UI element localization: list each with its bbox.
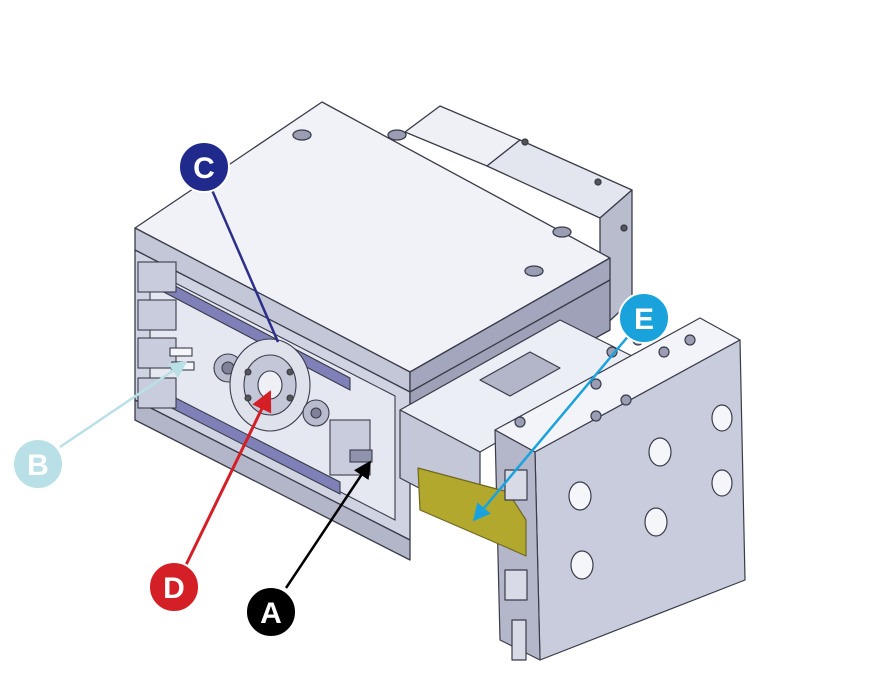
- svg-text:D: D: [163, 572, 185, 605]
- leader-line-a: [284, 460, 372, 589]
- callout-c: C: [178, 141, 230, 193]
- leader-line-e: [472, 333, 631, 522]
- leader-line-b: [59, 360, 188, 449]
- drive-wheel: [229, 338, 311, 432]
- internal-cavity: [137, 261, 396, 521]
- sliding-carriage: [399, 317, 746, 661]
- svg-text:E: E: [634, 303, 654, 336]
- leader-line-c: [210, 189, 280, 343]
- callout-b: B: [12, 438, 64, 490]
- leader-line-d: [183, 390, 272, 568]
- callout-a: A: [245, 586, 297, 638]
- svg-text:B: B: [27, 449, 49, 482]
- svg-text:A: A: [260, 597, 282, 630]
- callout-d: D: [148, 561, 200, 613]
- callout-e: E: [618, 292, 670, 344]
- svg-text:C: C: [193, 152, 215, 185]
